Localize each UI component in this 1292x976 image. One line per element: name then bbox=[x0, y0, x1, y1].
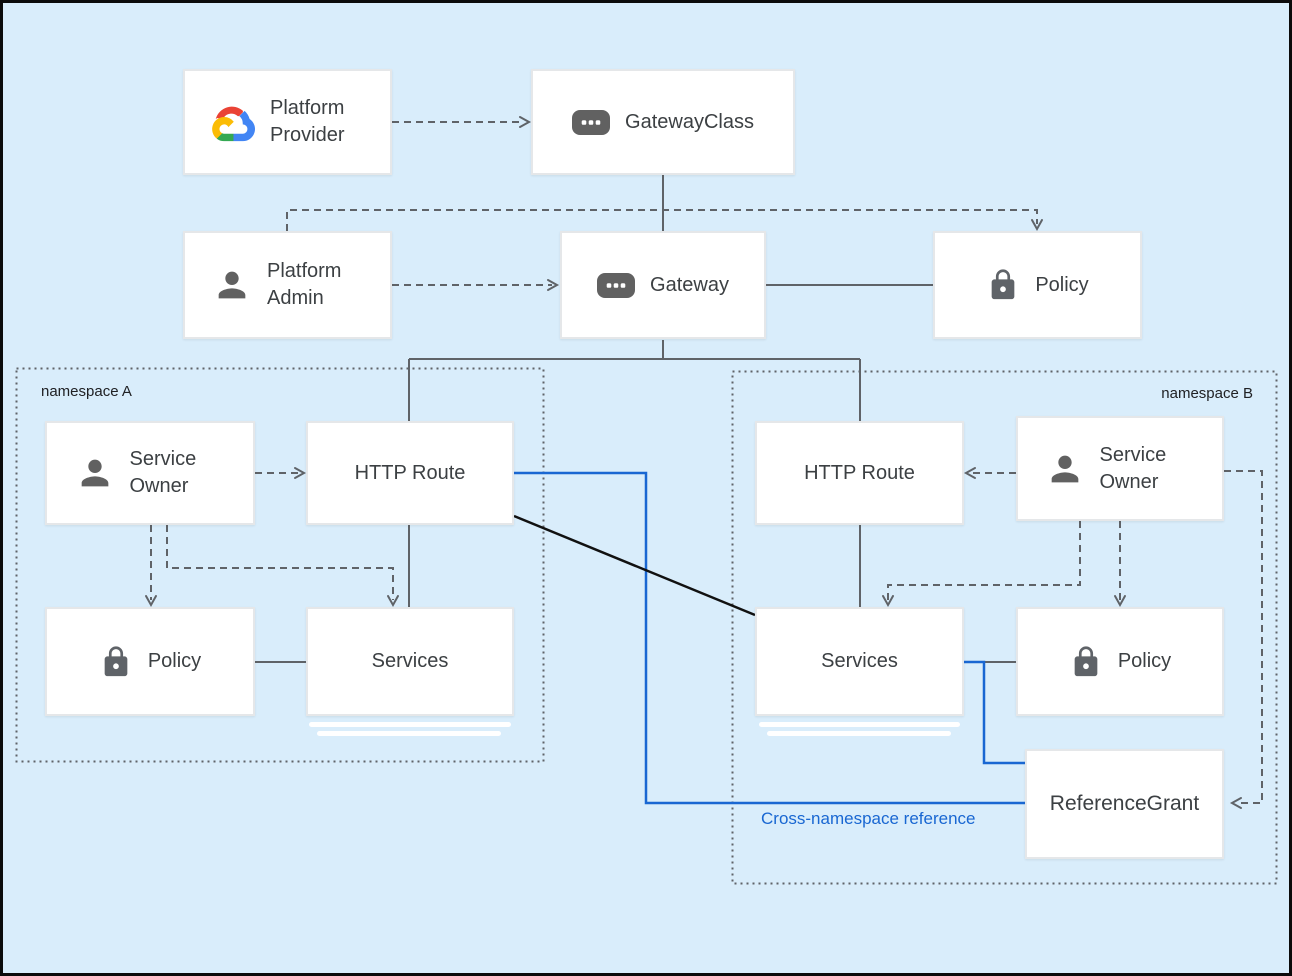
person-icon bbox=[75, 453, 115, 493]
edge-owner-b-to-services-b bbox=[887, 521, 1081, 600]
arrowhead-right-icon bbox=[519, 116, 532, 128]
api-resource-chip-icon bbox=[572, 109, 611, 135]
edge-owner-a-to-services-a bbox=[166, 525, 394, 600]
arrowhead-down-icon bbox=[387, 595, 399, 608]
namespace-a-boundary bbox=[15, 367, 545, 763]
person-icon bbox=[1045, 449, 1085, 489]
arrowhead-down-icon bbox=[1114, 595, 1126, 608]
arrowhead-right-icon bbox=[294, 467, 307, 479]
connector-layer bbox=[15, 116, 1278, 885]
node-label: HTTP Route bbox=[354, 461, 466, 484]
solid-edges bbox=[255, 175, 1016, 663]
services-stack-line bbox=[767, 731, 951, 736]
edge-httproute-a-to-referencegrant bbox=[514, 471, 1025, 805]
lock-icon bbox=[986, 268, 1020, 302]
namespace-a-label: namespace A bbox=[41, 383, 132, 400]
node-label: Gateway bbox=[650, 273, 729, 296]
person-icon bbox=[212, 265, 252, 305]
arrowhead-left-icon bbox=[1229, 797, 1242, 809]
services-stack-line bbox=[317, 731, 501, 736]
namespace-b-boundary bbox=[731, 370, 1278, 885]
node-services-b: Services bbox=[755, 607, 964, 716]
node-platform-admin: Platform Admin bbox=[183, 231, 392, 339]
node-label: Services bbox=[371, 650, 449, 672]
node-policy-a: Policy bbox=[45, 607, 255, 716]
arrowhead-right-icon bbox=[547, 279, 560, 291]
node-gatewayclass: GatewayClass bbox=[531, 69, 795, 175]
node-label: Service Owner bbox=[1099, 443, 1167, 493]
edge-services-b-to-referencegrant bbox=[964, 660, 1025, 765]
edge-admin-to-policy bbox=[286, 209, 1038, 231]
dashed-edges bbox=[150, 121, 1263, 804]
node-http-route-b: HTTP Route bbox=[755, 421, 964, 525]
edge-gateway-to-httproutes bbox=[408, 340, 861, 421]
arrowheads bbox=[145, 116, 1242, 809]
node-gateway: Gateway bbox=[560, 231, 766, 339]
lock-icon bbox=[99, 645, 133, 679]
node-label: Platform Admin bbox=[267, 260, 342, 309]
node-policy-b: Policy bbox=[1016, 607, 1224, 716]
arrowhead-down-icon bbox=[882, 595, 894, 608]
lock-icon bbox=[1069, 645, 1103, 679]
node-label: ReferenceGrant bbox=[1049, 792, 1200, 815]
node-platform-provider: Platform Provider bbox=[183, 69, 392, 175]
node-http-route-a: HTTP Route bbox=[306, 421, 514, 525]
google-cloud-icon bbox=[209, 103, 255, 142]
node-label: Policy bbox=[1117, 650, 1172, 672]
node-label: Platform Provider bbox=[270, 97, 345, 146]
arrowhead-down-icon bbox=[1031, 219, 1043, 232]
services-stack-line bbox=[309, 722, 511, 727]
node-policy-root: Policy bbox=[933, 231, 1142, 339]
node-label: Service Owner bbox=[129, 448, 197, 497]
edge-owner-b-to-referencegrant bbox=[1224, 470, 1263, 804]
node-label: HTTP Route bbox=[804, 461, 915, 484]
arrowhead-down-icon bbox=[145, 595, 157, 608]
node-label: Policy bbox=[1035, 273, 1089, 296]
cross-namespace-edges bbox=[514, 471, 1025, 805]
node-label: Policy bbox=[147, 650, 202, 672]
node-label: GatewayClass bbox=[625, 110, 754, 133]
node-label: Services bbox=[821, 650, 898, 672]
api-resource-chip-icon bbox=[597, 272, 636, 298]
node-service-owner-a: Service Owner bbox=[45, 421, 255, 525]
node-service-owner-b: Service Owner bbox=[1016, 416, 1224, 521]
namespace-b-label: namespace B bbox=[1161, 385, 1253, 402]
edge-httproute-a-to-services-b bbox=[513, 514, 756, 617]
arrowhead-left-icon bbox=[963, 467, 976, 479]
services-stack-line bbox=[759, 722, 960, 727]
node-services-a: Services bbox=[306, 607, 514, 716]
cross-namespace-reference-label: Cross-namespace reference bbox=[761, 809, 976, 828]
node-reference-grant: ReferenceGrant bbox=[1025, 749, 1224, 859]
